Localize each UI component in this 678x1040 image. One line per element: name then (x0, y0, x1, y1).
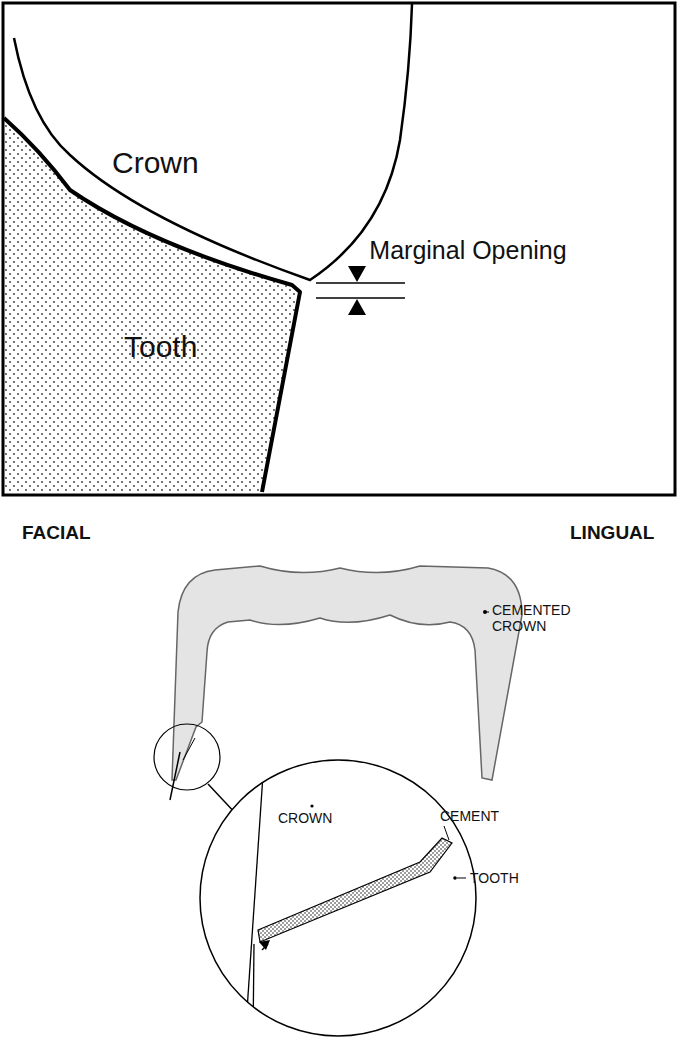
margin-line (316, 297, 405, 299)
tooth-facial-surface (253, 944, 254, 1040)
crown-outline (14, 4, 412, 280)
panel-frame (3, 3, 675, 495)
margin-line (316, 282, 405, 284)
tooth-outline (4, 118, 300, 492)
tooth-body (4, 118, 300, 492)
side-label: LINGUAL (570, 522, 654, 544)
part-name: Crown (112, 146, 199, 181)
dimension-arrow (348, 299, 366, 315)
crown-facial-surface (245, 760, 264, 1040)
part-label: CROWN (278, 810, 332, 826)
dimension-arrow (348, 266, 366, 282)
leader-line (457, 878, 466, 879)
part-label: CEMENT (440, 808, 499, 824)
detail-circle (154, 724, 220, 790)
dimension-label: Marginal Opening (368, 236, 568, 265)
part-label: CEMENTED CROWN (492, 602, 604, 634)
leader-dot (453, 876, 457, 880)
leader-line (444, 826, 449, 840)
part-label: TOOTH (470, 870, 519, 886)
magnified-circle (200, 760, 476, 1036)
cemented-crown (172, 566, 522, 780)
cement-layer (258, 838, 452, 942)
side-label: FACIAL (22, 522, 91, 544)
margin-pointer (183, 738, 195, 760)
margin-arrowhead (259, 940, 270, 950)
label-dot (310, 804, 313, 807)
tooth-surface (170, 752, 180, 800)
leader-line (486, 612, 489, 613)
part-name: Tooth (124, 330, 197, 365)
